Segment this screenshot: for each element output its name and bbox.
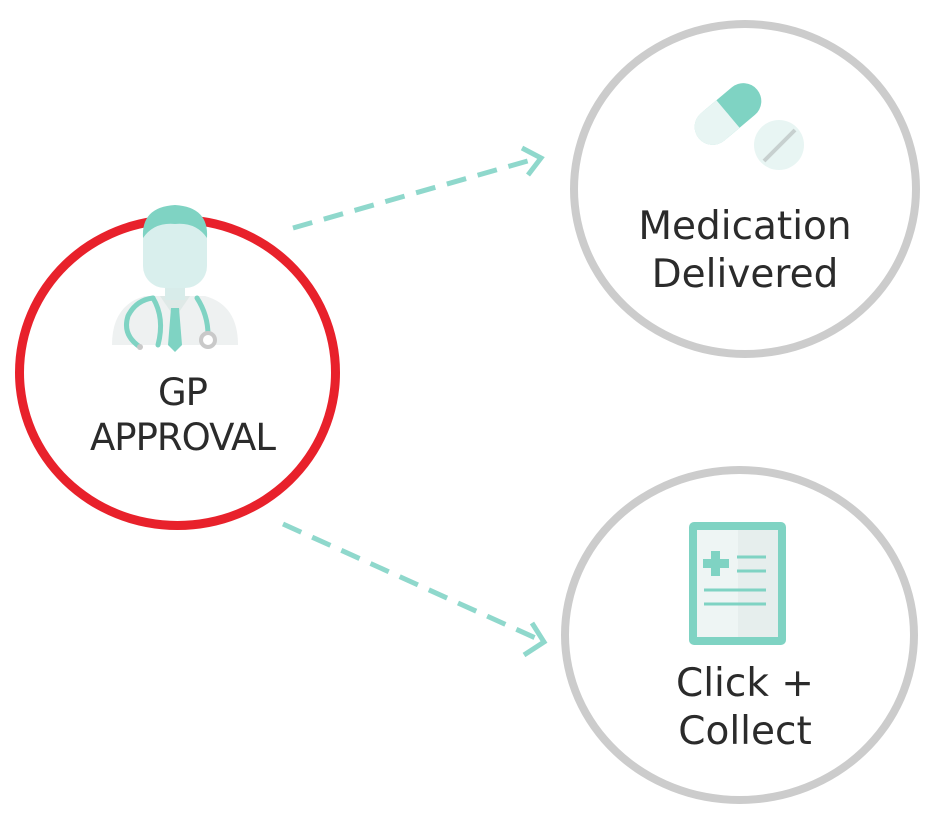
gp-approval-label-line2: APPROVAL	[90, 416, 276, 460]
gp-approval-label: GP APPROVAL	[40, 370, 325, 460]
medication-delivered-label: Medication Delivered	[600, 203, 890, 298]
arrow-to-click-collect	[281, 521, 548, 658]
prescription-icon	[689, 522, 786, 645]
pills-icon	[694, 83, 804, 170]
click-collect-label-line2: Collect	[678, 708, 812, 754]
doctor-icon	[112, 205, 238, 352]
click-collect-label-line1: Click +	[675, 661, 814, 706]
arrow-to-medication	[292, 145, 545, 231]
medication-delivered-label-line2: Delivered	[651, 251, 839, 297]
gp-approval-label-line1: GP	[158, 371, 208, 414]
click-collect-label: Click + Collect	[600, 660, 890, 755]
medication-delivered-node	[570, 20, 920, 358]
medication-delivered-label-line1: Medication	[638, 204, 852, 249]
